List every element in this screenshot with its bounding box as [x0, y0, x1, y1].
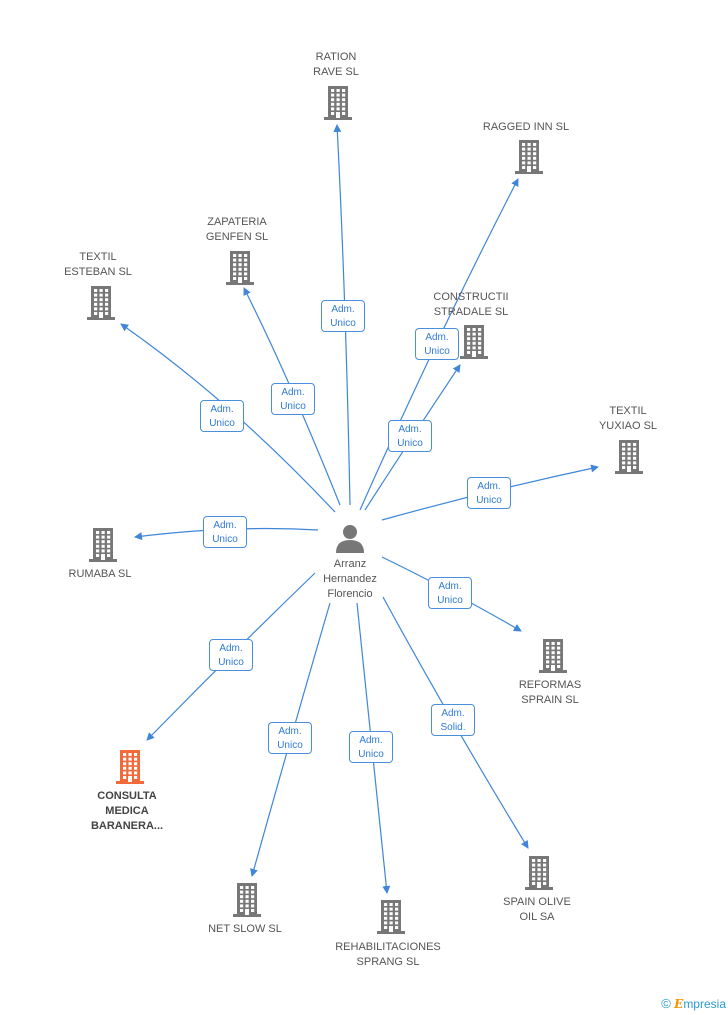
role-badge-line: Adm.: [219, 643, 243, 654]
company-label-line: RAGGED INN SL: [482, 121, 570, 133]
building-icon[interactable]: [226, 251, 254, 285]
company-label-consulta[interactable]: CONSULTA MEDICA BARANERA...: [57, 789, 197, 834]
company-label-line: CONSULTA: [97, 790, 157, 802]
role-badge-line: Adm.: [359, 735, 383, 746]
role-badge-line: Unico: [476, 495, 502, 506]
role-badge-line: Adm.: [441, 708, 465, 719]
person-icon[interactable]: [335, 523, 365, 558]
brand-name: mpresia: [683, 997, 726, 1011]
building-icon[interactable]: [539, 639, 567, 673]
company-label-line: TEXTIL: [609, 405, 647, 417]
company-label-line: CONSTRUCTII: [433, 291, 509, 303]
role-badge-line: Adm.: [331, 304, 355, 315]
role-badge-line: Unico: [212, 534, 238, 545]
role-badge-consulta[interactable]: Adm. Unico: [209, 639, 253, 671]
role-badge-line: Unico: [280, 401, 306, 412]
role-badge-line: Unico: [277, 740, 303, 751]
building-icon[interactable]: [233, 883, 261, 917]
company-label-line: OIL SA: [519, 911, 555, 923]
role-badge-textil_yuxiao[interactable]: Adm. Unico: [467, 477, 511, 509]
role-badge-line: Adm.: [398, 424, 422, 435]
role-badge-line: Adm.: [438, 581, 462, 592]
role-badge-textil_esteban[interactable]: Adm. Unico: [200, 400, 244, 432]
company-label-zapateria[interactable]: ZAPATERIA GENFEN SL: [167, 215, 307, 245]
company-label-line: REHABILITACIONES: [335, 941, 441, 953]
company-label-rumaba[interactable]: RUMABA SL: [30, 567, 170, 582]
company-label-line: SPRANG SL: [356, 956, 420, 968]
role-badge-rumaba[interactable]: Adm. Unico: [203, 516, 247, 548]
company-label-line: RUMABA SL: [68, 568, 132, 580]
center-name-line: Arranz: [333, 558, 367, 570]
company-label-line: BARANERA...: [90, 820, 164, 832]
role-badge-ragged[interactable]: Adm. Unico: [415, 328, 459, 360]
company-label-line: SPRAIN SL: [521, 694, 579, 706]
company-label-spain_olive[interactable]: SPAIN OLIVE OIL SA: [467, 895, 607, 925]
role-badge-line: Unico: [424, 346, 450, 357]
building-icon[interactable]: [87, 286, 115, 320]
empresia-footer: © Empresia: [661, 996, 726, 1011]
building-icon[interactable]: [525, 856, 553, 890]
company-label-line: GENFEN SL: [205, 231, 269, 243]
role-badge-line: Unico: [330, 318, 356, 329]
role-badge-line: Unico: [209, 418, 235, 429]
building-icon[interactable]: [515, 140, 543, 174]
company-label-line: NET SLOW SL: [208, 923, 282, 935]
role-badge-line: Unico: [218, 657, 244, 668]
company-label-line: REFORMAS: [518, 679, 582, 691]
role-badge-zapateria[interactable]: Adm. Unico: [271, 383, 315, 415]
company-label-netslow[interactable]: NET SLOW SL: [175, 922, 315, 937]
company-label-constructii[interactable]: CONSTRUCTII STRADALE SL: [401, 290, 541, 320]
company-label-line: RAVE SL: [313, 66, 359, 78]
role-badge-line: Adm.: [281, 387, 305, 398]
copyright-symbol: ©: [661, 996, 671, 1011]
company-label-line: RATION: [315, 51, 357, 63]
brand-initial: E: [674, 997, 684, 1011]
role-badge-netslow[interactable]: Adm. Unico: [268, 722, 312, 754]
building-icon[interactable]: [89, 528, 117, 562]
center-name-line: Florencio: [327, 588, 373, 600]
role-badge-line: Adm.: [213, 520, 237, 531]
building-icon[interactable]: [377, 900, 405, 934]
role-badge-line: Unico: [358, 749, 384, 760]
role-badge-line: Unico: [397, 438, 423, 449]
role-badge-line: Solid.: [440, 722, 466, 733]
company-label-textil_esteban[interactable]: TEXTIL ESTEBAN SL: [28, 250, 168, 280]
role-badge-line: Adm.: [425, 332, 449, 343]
company-label-reformas[interactable]: REFORMAS SPRAIN SL: [480, 678, 620, 708]
role-badge-line: Adm.: [210, 404, 234, 415]
role-badge-line: Unico: [437, 595, 463, 606]
building-icon[interactable]: [324, 86, 352, 120]
center-person-name[interactable]: Arranz Hernandez Florencio: [298, 557, 402, 602]
company-label-ragged[interactable]: RAGGED INN SL: [456, 120, 596, 135]
role-badge-ration[interactable]: Adm. Unico: [321, 300, 365, 332]
company-label-line: SPAIN OLIVE: [503, 896, 571, 908]
role-badge-line: Adm.: [278, 726, 302, 737]
role-badge-line: Adm.: [477, 481, 501, 492]
company-label-line: STRADALE SL: [433, 306, 509, 318]
company-label-line: YUXIAO SL: [598, 420, 658, 432]
building-icon[interactable]: [460, 325, 488, 359]
building-icon[interactable]: [116, 750, 144, 784]
role-badge-rehab[interactable]: Adm. Unico: [349, 731, 393, 763]
company-label-textil_yuxiao[interactable]: TEXTIL YUXIAO SL: [558, 404, 698, 434]
role-badge-constructii[interactable]: Adm. Unico: [388, 420, 432, 452]
company-label-line: ESTEBAN SL: [64, 266, 132, 278]
center-name-line: Hernandez: [323, 573, 377, 585]
company-label-line: MEDICA: [105, 805, 149, 817]
company-label-rehab[interactable]: REHABILITACIONES SPRANG SL: [318, 940, 458, 970]
role-badge-reformas[interactable]: Adm. Unico: [428, 577, 472, 609]
company-label-line: ZAPATERIA: [207, 216, 267, 228]
company-label-line: TEXTIL: [79, 251, 117, 263]
role-badge-spain_olive[interactable]: Adm. Solid.: [431, 704, 475, 736]
building-icon[interactable]: [615, 440, 643, 474]
company-label-ration[interactable]: RATION RAVE SL: [266, 50, 406, 80]
